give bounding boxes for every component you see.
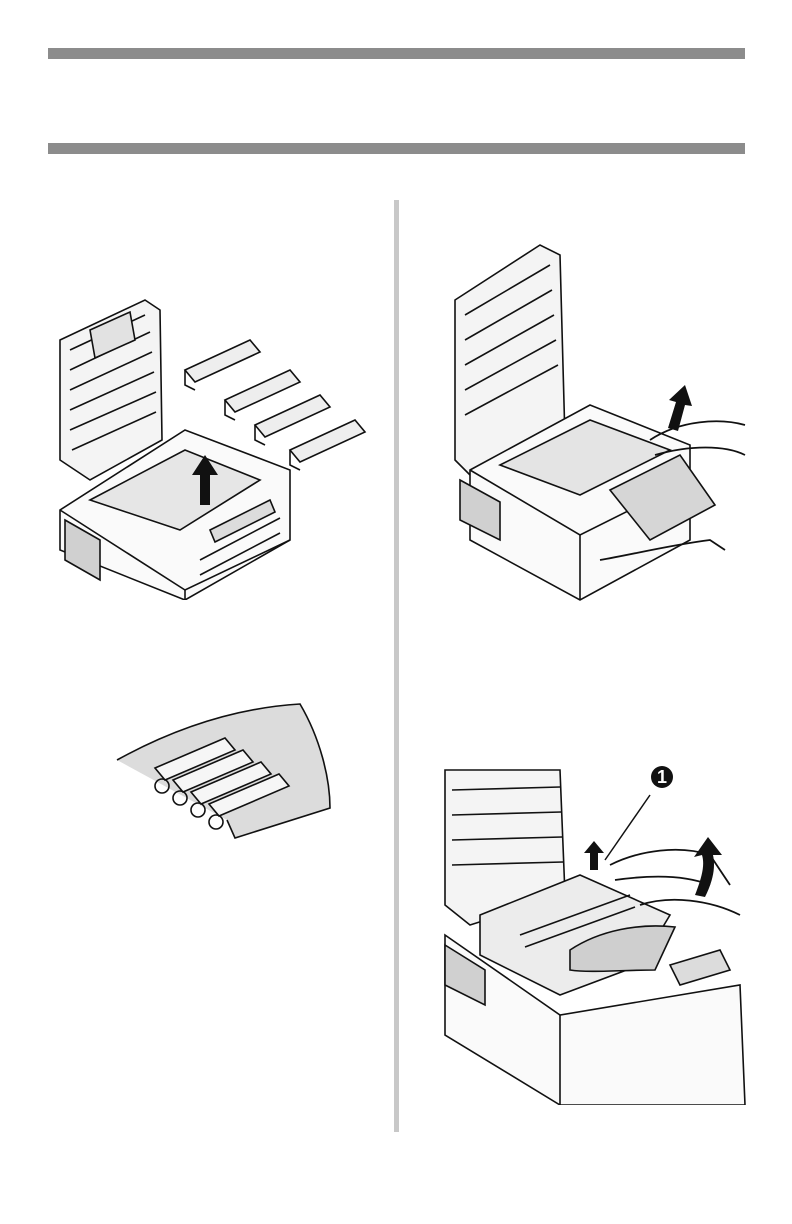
figure-cover-drums [115,698,335,843]
figure-remove-drums [50,290,380,600]
printer-belt-paper-illustration: 1 [440,765,748,1105]
svg-text:1: 1 [657,767,667,787]
covered-drums-illustration [115,698,335,843]
figure-pull-paper-front [440,240,748,610]
column-divider [394,200,399,1132]
header-rule-top [48,48,745,59]
callout-badge: 1 [651,766,673,788]
printer-drums-illustration [50,290,380,600]
printer-front-paper-illustration [440,240,748,610]
figure-remove-paper-belt: 1 [440,765,748,1105]
header-rule-bottom [48,143,745,154]
